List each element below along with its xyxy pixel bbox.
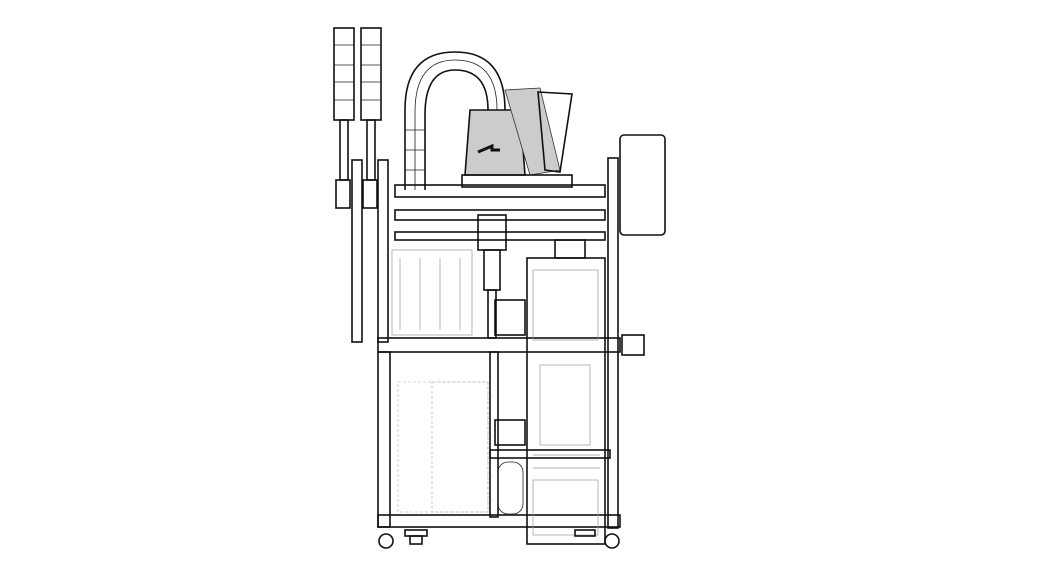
signal-tower-left xyxy=(333,27,355,209)
cable-arch xyxy=(404,51,506,190)
casters xyxy=(378,529,620,549)
side-box xyxy=(619,134,666,356)
robot-logo xyxy=(477,143,500,154)
electrical-panel xyxy=(526,239,606,545)
scara-robot xyxy=(461,87,573,339)
upper-work-area xyxy=(391,249,526,336)
machine-frame xyxy=(351,157,621,529)
signal-tower-right xyxy=(360,27,382,209)
lower-cabinet xyxy=(397,381,526,515)
